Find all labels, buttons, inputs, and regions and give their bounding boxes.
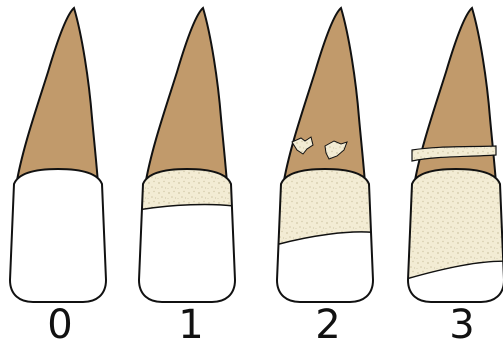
panel-label-1: 1 <box>161 299 221 351</box>
crown-0 <box>10 169 106 302</box>
tooth-2 <box>265 8 385 302</box>
tooth-3 <box>396 8 503 302</box>
panel-label-3: 3 <box>432 299 492 351</box>
panel-label-2: 2 <box>298 299 358 351</box>
tooth-0 <box>10 4 106 302</box>
tooth-1 <box>127 8 247 302</box>
panel-label-0: 0 <box>30 299 90 351</box>
